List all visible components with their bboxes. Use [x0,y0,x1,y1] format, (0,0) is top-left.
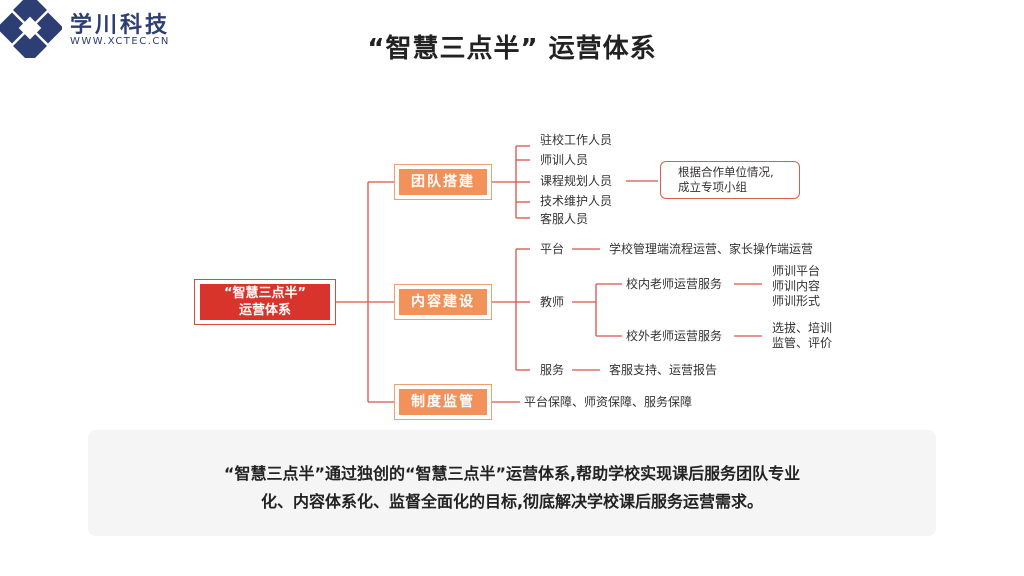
content-platform-label: 平台 [540,242,565,256]
team-item: 驻校工作人员 [540,133,613,147]
category-supervision-label: 制度监管 [399,389,487,415]
summary-line-2: 化、内容体系化、监督全面化的目标,彻底解决学校课后服务运营需求。 [260,492,764,511]
teacher-internal-item: 师训内容 [772,279,821,293]
team-item: 客服人员 [540,212,589,226]
teacher-external-line-2: 监管、评价 [772,336,833,350]
teacher-external-label: 校外老师运营服务 [626,329,723,343]
team-note-line-2: 成立专项小组 [678,180,747,194]
team-note: 根据合作单位情况, 成立专项小组 [660,161,800,199]
team-note-line-1: 根据合作单位情况, [678,165,774,179]
category-team-label: 团队搭建 [399,169,487,195]
teacher-internal-label: 校内老师运营服务 [626,277,723,291]
teacher-internal-item: 师训形式 [772,294,821,308]
team-item: 师训人员 [540,153,589,167]
xc-logo-icon [0,0,62,58]
category-content: 内容建设 [394,284,492,320]
brand-url: WWW.XCTEC.CN [70,36,170,47]
content-teacher-label: 教师 [540,295,565,309]
team-item: 课程规划人员 [540,174,613,188]
brand-logo: 学川科技 WWW.XCTEC.CN [0,0,200,60]
teacher-internal-item: 师训平台 [772,264,821,278]
brand-name: 学川科技 [70,13,171,38]
content-service-label: 服务 [540,363,565,377]
team-item: 技术维护人员 [540,194,613,208]
content-service-detail: 客服支持、运营报告 [609,363,718,377]
root-node: “智慧三点半” 运营体系 [194,279,336,325]
content-platform-detail: 学校管理端流程运营、家长操作端运营 [609,242,814,256]
root-line-1: “智慧三点半” [223,286,307,301]
root-node-label: “智慧三点半” 运营体系 [200,284,330,320]
category-supervision: 制度监管 [394,384,492,420]
summary-panel: “智慧三点半”通过独创的“智慧三点半”运营体系,帮助学校实现课后服务团队专业 化… [88,430,936,536]
summary-line-1: “智慧三点半”通过独创的“智慧三点半”运营体系,帮助学校实现课后服务团队专业 [223,464,801,483]
summary-text: “智慧三点半”通过独创的“智慧三点半”运营体系,帮助学校实现课后服务团队专业 化… [88,460,936,516]
category-team: 团队搭建 [394,164,492,200]
category-content-label: 内容建设 [399,289,487,315]
page-title: “智慧三点半” 运营体系 [367,34,657,64]
teacher-external-line-1: 选拔、培训 [772,321,833,335]
supervision-detail: 平台保障、师资保障、服务保障 [524,395,693,409]
root-line-2: 运营体系 [238,303,291,318]
